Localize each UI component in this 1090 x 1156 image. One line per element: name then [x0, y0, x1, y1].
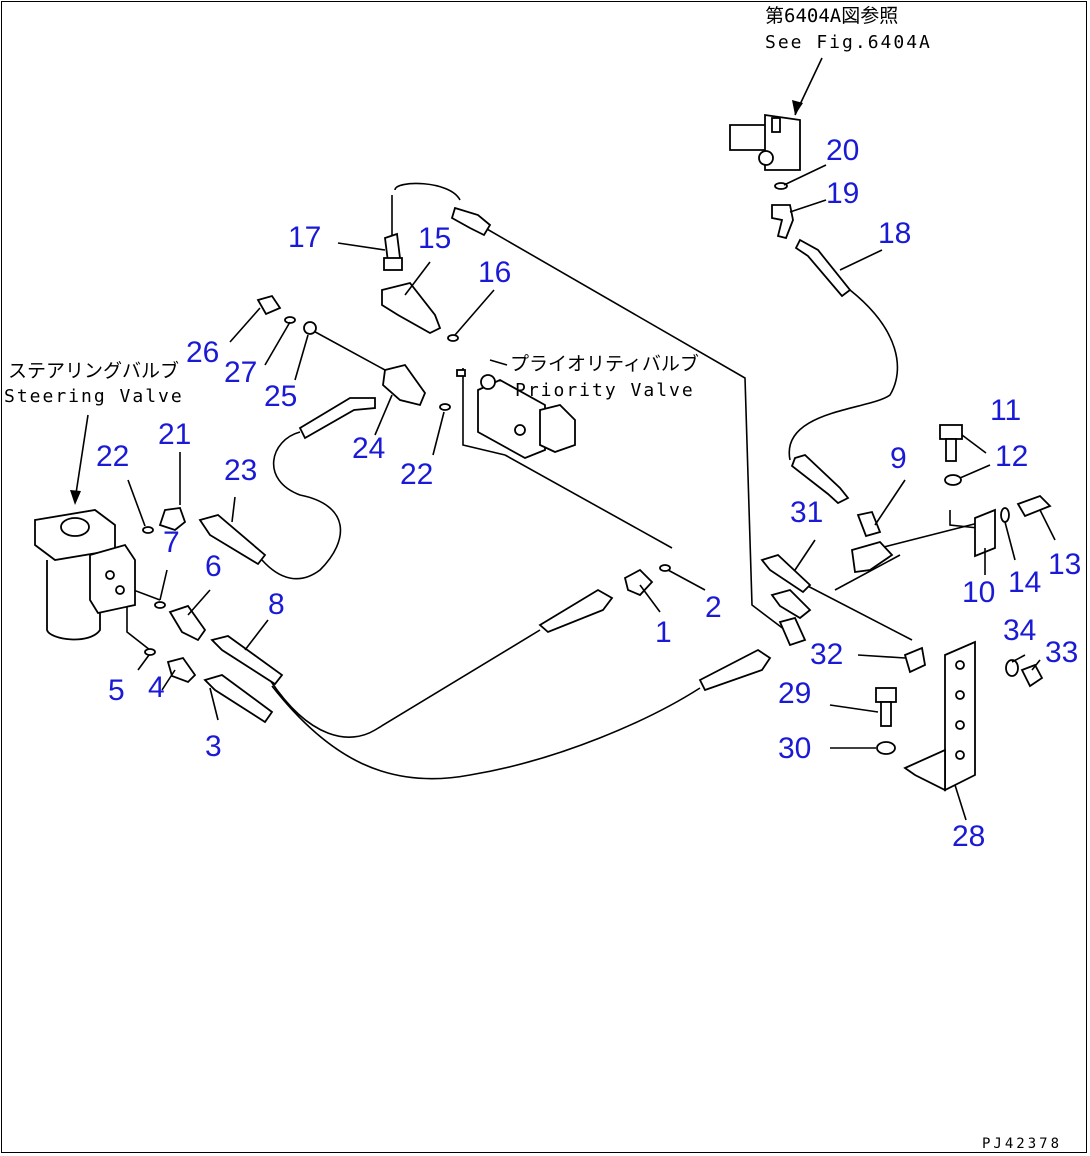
hose-end-1 — [538, 588, 614, 634]
priority-valve-plug — [456, 369, 466, 377]
fitting-6 — [168, 604, 207, 642]
part-number-15: 15 — [418, 222, 451, 255]
part-number-25: 25 — [264, 380, 297, 413]
part-number-labels: 1 2 3 4 5 6 7 8 9 10 11 12 13 14 15 16 1… — [96, 134, 1081, 853]
part-number-8: 8 — [268, 588, 285, 621]
bolt-29-head — [875, 687, 897, 703]
fitting-31 — [760, 553, 812, 594]
reference-valve — [729, 113, 801, 171]
steering-valve-jp: ステアリングバルブ — [8, 359, 179, 382]
clamp-9-top — [856, 510, 882, 538]
part-number-31: 31 — [790, 496, 823, 529]
part-number-12: 12 — [995, 440, 1028, 473]
priority-valve-jp: プライオリティバルブ — [510, 352, 699, 375]
elbow-21 — [158, 507, 187, 532]
bolt-13 — [1016, 494, 1052, 518]
part-number-34: 34 — [1003, 614, 1036, 647]
part-number-2: 2 — [705, 591, 722, 624]
hose-3 — [203, 674, 274, 724]
part-number-20: 20 — [826, 134, 859, 167]
priority-valve — [477, 374, 576, 459]
fitting-17-nut — [383, 257, 403, 271]
bolt-29-shank — [880, 701, 892, 727]
elbow-19 — [771, 204, 794, 240]
part-number-1: 1 — [655, 616, 672, 649]
bracket-28 — [903, 640, 976, 792]
fitting-1 — [623, 568, 654, 597]
part-number-19: 19 — [826, 177, 859, 210]
part-number-28: 28 — [952, 820, 985, 853]
part-number-11: 11 — [990, 394, 1021, 427]
part-number-32: 32 — [810, 638, 843, 671]
part-number-22-upper: 22 — [400, 458, 433, 491]
clamp-9 — [851, 540, 894, 574]
bolt-11-head — [939, 424, 963, 440]
part-number-13: 13 — [1048, 548, 1081, 581]
elbow-connection — [778, 616, 807, 647]
part-number-22-lower: 22 — [96, 440, 129, 473]
washer-25 — [303, 321, 317, 335]
part-number-21: 21 — [158, 418, 191, 451]
part-number-26: 26 — [186, 336, 219, 369]
hose-end-right — [698, 648, 772, 692]
parts — [34, 113, 1052, 792]
nut-33 — [1020, 663, 1044, 688]
part-number-16: 16 — [478, 256, 511, 289]
washer-12 — [944, 474, 962, 486]
o-ring-7 — [154, 601, 166, 609]
block-24 — [382, 363, 427, 407]
reference-jp: 第6404A図参照 — [765, 5, 898, 27]
callout-labels: ステアリングバルブ Steering Valve プライオリティバルブ Prio… — [4, 352, 699, 407]
part-number-3: 3 — [205, 730, 222, 763]
part-number-10: 10 — [962, 576, 995, 609]
block-15 — [381, 281, 442, 335]
fitting-31b — [770, 588, 812, 620]
clip-32 — [903, 646, 927, 674]
fitting-4 — [166, 656, 197, 684]
part-number-27: 27 — [224, 356, 257, 389]
o-ring-22-lower — [142, 526, 154, 534]
leader-lines — [70, 57, 1056, 821]
reference-en: See Fig.6404A — [765, 32, 932, 53]
o-ring-5 — [144, 648, 156, 656]
priority-valve-en: Priority Valve — [515, 380, 695, 401]
hose-18 — [794, 238, 852, 298]
hose-end-upper — [790, 453, 850, 505]
bracket-10 — [974, 508, 996, 558]
part-number-4: 4 — [148, 671, 165, 704]
o-ring-16 — [447, 334, 459, 342]
washer-30 — [876, 741, 896, 755]
part-number-5: 5 — [108, 674, 125, 707]
hose-23-upper-end — [298, 397, 376, 440]
part-number-17: 17 — [288, 221, 321, 254]
washer-34 — [1005, 659, 1019, 677]
drawing-code: PJ42378 — [982, 1136, 1062, 1152]
hose-23 — [198, 514, 267, 566]
steering-valve — [34, 509, 136, 641]
part-number-33: 33 — [1045, 636, 1078, 669]
part-number-14: 14 — [1008, 566, 1041, 599]
plug-26 — [256, 294, 282, 316]
part-number-29: 29 — [778, 677, 811, 710]
hose-8 — [210, 635, 284, 686]
part-number-7: 7 — [163, 526, 180, 559]
steering-valve-en: Steering Valve — [4, 386, 184, 407]
bolt-11-shank — [945, 438, 957, 462]
o-ring-2 — [659, 564, 671, 572]
part-number-6: 6 — [205, 550, 222, 583]
washer-14 — [1000, 507, 1010, 523]
part-number-18: 18 — [878, 217, 911, 250]
part-number-30: 30 — [778, 732, 811, 765]
reference-note: 第6404A図参照 See Fig.6404A — [765, 5, 932, 53]
o-ring-22-upper — [439, 403, 451, 411]
hose-end-top — [450, 206, 492, 237]
part-number-9: 9 — [890, 442, 907, 475]
part-number-24: 24 — [352, 432, 385, 465]
part-number-23: 23 — [224, 454, 257, 487]
